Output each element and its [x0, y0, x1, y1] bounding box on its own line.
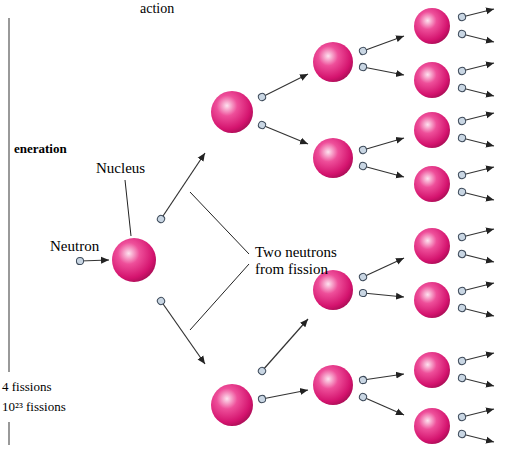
nucleus-spheres — [112, 8, 450, 444]
title-fragment: action — [140, 1, 174, 16]
fission-note: Two neutrons from fission — [255, 244, 347, 277]
neutron-arrows — [80, 9, 494, 442]
neutron-label: Neutron — [50, 238, 99, 255]
nucleus-label: Nucleus — [96, 160, 145, 177]
fission-count: 10²³ fissions — [2, 400, 66, 414]
generation-label: eneration — [14, 142, 67, 156]
fission-count: 4 fissions — [2, 380, 51, 394]
